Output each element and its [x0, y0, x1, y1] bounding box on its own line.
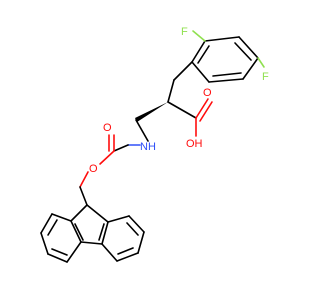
- carbonyl-oxygen-label: O: [203, 87, 212, 99]
- fluorene-right-ring-bond: [101, 243, 118, 262]
- fluorene-left-ring-double: [47, 219, 58, 236]
- fluorene-left-ring-bond: [66, 241, 82, 263]
- ring-double-bond-inner: [212, 72, 242, 77]
- ch2-fluorenyl-bond: [79, 186, 88, 206]
- fluorene-right-ring-double: [117, 247, 134, 255]
- fluorene-bond: [80, 241, 103, 245]
- ring-bond: [242, 57, 259, 80]
- ch2-n-bond: [135, 119, 149, 142]
- ring-bond: [208, 78, 244, 83]
- c-f-bond: [192, 30, 206, 42]
- ring-bond: [238, 36, 259, 59]
- fluorene-left-ring-bond: [51, 213, 72, 222]
- fluorene-right-ring-bond: [107, 215, 130, 223]
- carbamate-c-o-single: [99, 150, 115, 165]
- o-ch2-bond: [79, 171, 89, 188]
- fluorene-right-ring-bond: [116, 252, 139, 262]
- fluorene-right-ring-bond: [128, 215, 145, 233]
- fluorene-left-ring-double: [74, 223, 84, 241]
- structure-canvas: F F O OH O NH O: [40, 26, 269, 263]
- ch2-alpha-bond: [167, 79, 175, 103]
- fluorene-bond: [86, 204, 109, 223]
- fluorene-left-ring-double: [51, 248, 68, 256]
- c-f-bond: [257, 57, 265, 68]
- stereo-wedge-bond: [135, 102, 168, 122]
- fluorene-bond: [101, 221, 109, 245]
- fluorene-right-ring-double: [98, 223, 105, 241]
- fluorene-left-ring-bond: [47, 253, 68, 263]
- fluorene-bond: [70, 204, 88, 222]
- ester-oxygen-label: O: [89, 163, 98, 175]
- ring-double-bond-inner: [234, 42, 252, 61]
- ring-bond: [191, 61, 210, 83]
- molecule-structure: F F O OH O NH O: [40, 26, 269, 263]
- fluorene-right-ring-bond: [137, 231, 145, 254]
- fluorene-left-ring-bond: [40, 213, 53, 234]
- fluorene-right-ring-double: [126, 222, 139, 236]
- fluorine-label-right: F: [262, 71, 269, 83]
- carbamate-c-bond: [113, 144, 129, 152]
- c-o-double-bond: [195, 98, 209, 119]
- c-o-double-bond-second: [199, 101, 213, 122]
- fluorene-left-ring-bond: [40, 232, 49, 255]
- carbamate-oxygen-label: O: [103, 122, 112, 134]
- ring-bond: [191, 40, 206, 63]
- difluorophenyl-ring: [191, 36, 259, 83]
- fluorene-bond: [70, 220, 82, 243]
- ring-bond: [204, 36, 240, 42]
- amine-label: NH: [140, 141, 156, 153]
- aryl-ch2-bond: [173, 61, 193, 81]
- fluorenyl-group: [40, 204, 145, 263]
- hydroxyl-label: OH: [186, 138, 203, 150]
- ring-double-bond-inner: [197, 45, 210, 64]
- fluorine-label-top: F: [181, 26, 188, 38]
- alpha-cooh-bond: [167, 101, 197, 119]
